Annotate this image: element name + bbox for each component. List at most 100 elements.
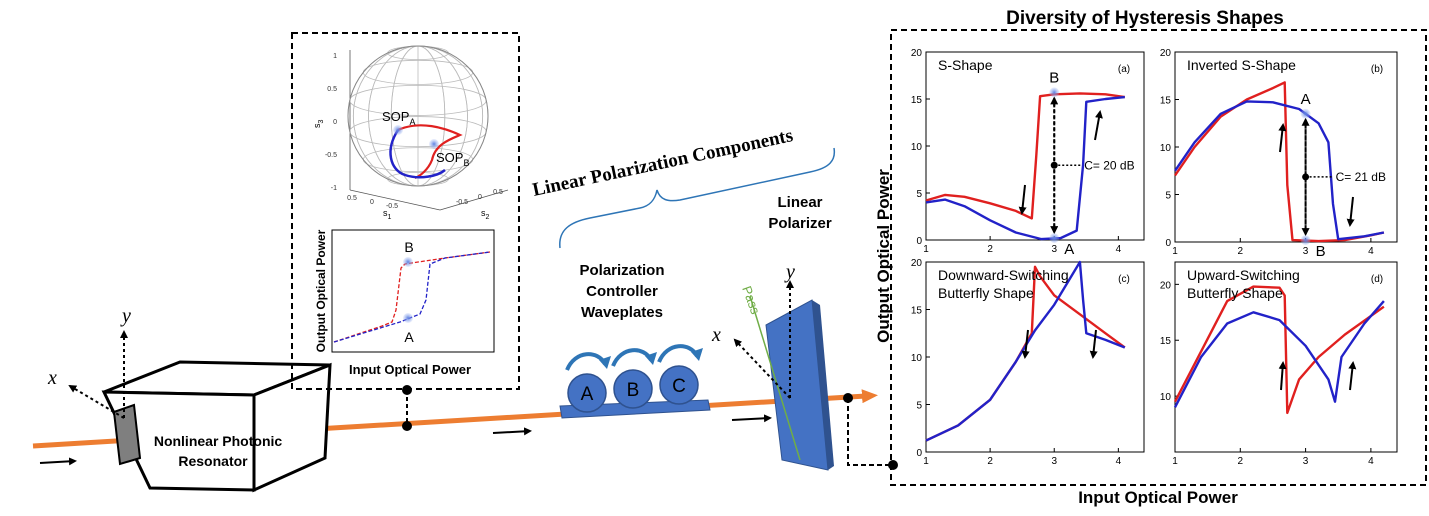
x-tick-label: 3 xyxy=(1303,246,1309,257)
switching-direction-arrow xyxy=(1089,329,1098,359)
s3-axis-label: s3 xyxy=(312,120,325,129)
poincare-sphere: SOPA SOPB s3 s1 s2 10.50-0.5-10.50-0.5-0… xyxy=(312,45,509,221)
panel-tag: (a) xyxy=(1118,64,1130,75)
marker-bottom xyxy=(1300,235,1311,246)
propagation-arrow-1 xyxy=(492,427,532,436)
series-red-line xyxy=(1173,285,1385,415)
resonator-x-axis-label: x xyxy=(47,367,57,389)
resonator-axes: y x xyxy=(47,305,131,419)
s2-tick-label: 0.5 xyxy=(493,189,503,196)
linear-components-label: Linear Polarization Components xyxy=(531,125,795,201)
y-tick-label: 5 xyxy=(916,189,922,200)
x-tick-label: 1 xyxy=(923,244,929,255)
pass-axis-label: Pass xyxy=(739,284,763,317)
y-tick-label: 20 xyxy=(1160,48,1172,59)
marker-top xyxy=(1300,108,1311,119)
marker-bottom xyxy=(1049,233,1060,244)
panel-title-line2: Butterfly Shape xyxy=(938,285,1034,301)
y-tick-label: 20 xyxy=(911,48,923,59)
sop-a-marker xyxy=(393,125,403,135)
waveplate-c xyxy=(659,365,699,405)
y-tick-label: 10 xyxy=(911,142,923,153)
series-red-line xyxy=(925,92,1125,220)
s3-tick-label: -1 xyxy=(331,185,337,192)
inset-xlabel: Input Optical Power xyxy=(349,362,471,377)
y-tick-label: 10 xyxy=(1160,392,1172,403)
linear-polarizer: Linear Polarizer Pass y x xyxy=(711,194,834,471)
y-tick-label: 15 xyxy=(911,95,923,106)
waveplate-b xyxy=(613,369,653,409)
x-tick-label: 3 xyxy=(1051,456,1057,467)
diversity-title: Diversity of Hysteresis Shapes xyxy=(1006,8,1284,29)
nonlinear-resonator: Nonlinear Photonic Resonator xyxy=(101,360,332,493)
tap-connector xyxy=(402,385,412,431)
diversity-panel: Diversity of Hysteresis Shapes Output Op… xyxy=(874,8,1427,507)
y-tick-label: 15 xyxy=(1160,96,1172,107)
y-tick-label: 0 xyxy=(1165,238,1171,249)
x-tick-label: 1 xyxy=(923,456,929,467)
marker-top xyxy=(1049,87,1060,98)
resonator-y-axis-label: y xyxy=(120,305,131,327)
s1-axis-label: s1 xyxy=(383,208,392,221)
panel-tag: (b) xyxy=(1371,64,1383,75)
controller-label-2: Controller xyxy=(586,283,658,300)
rotation-arrow-a-icon xyxy=(565,352,607,371)
inset-hysteresis-plot: B A Output Optical Power Input Optical P… xyxy=(314,229,495,377)
polarization-controller: Polarization Controller Waveplates A B C xyxy=(559,262,711,419)
waveplate-a xyxy=(567,373,607,413)
sop-trajectory-red xyxy=(397,124,463,180)
y-tick-label: 5 xyxy=(1165,191,1171,202)
x-tick-label: 4 xyxy=(1116,244,1122,255)
resonator-label-2: Resonator xyxy=(178,453,248,469)
diversity-xlabel: Input Optical Power xyxy=(1078,488,1238,507)
y-tick-label: 20 xyxy=(911,258,923,269)
y-tick-label: 10 xyxy=(911,353,923,364)
panel-title: S-Shape xyxy=(938,57,993,73)
x-tick-label: 4 xyxy=(1368,456,1374,467)
sop-trajectory-blue xyxy=(389,129,446,179)
inset-ylabel: Output Optical Power xyxy=(314,229,328,352)
s3-tick-label: 1 xyxy=(333,53,337,60)
s1-tick-label: 0 xyxy=(370,199,374,206)
y-tick-label: 15 xyxy=(911,306,923,317)
pass-axis-line xyxy=(749,295,801,461)
switching-direction-arrow xyxy=(1094,110,1103,141)
waveplate-b-label: B xyxy=(627,380,640,401)
y-tick-label: 15 xyxy=(1160,336,1172,347)
x-tick-label: 2 xyxy=(1238,456,1244,467)
polarizer-y-axis-label: y xyxy=(784,261,795,283)
s2-axis-label: s2 xyxy=(481,208,490,221)
x-tick-label: 4 xyxy=(1368,246,1374,257)
panel-tag: (d) xyxy=(1371,274,1383,285)
x-tick-label: 2 xyxy=(987,244,993,255)
input-arrow xyxy=(39,457,77,466)
polarizer-x-axis-label: x xyxy=(711,324,721,346)
x-tick-label: 1 xyxy=(1172,456,1178,467)
series-blue-line xyxy=(925,260,1126,442)
marker-bottom-label: B xyxy=(1316,243,1326,260)
rotation-arrow-b-icon xyxy=(611,348,653,367)
x-tick-label: 3 xyxy=(1051,244,1057,255)
contrast-label: C= 20 dB xyxy=(1084,158,1134,172)
inset-blue-branch xyxy=(333,251,491,343)
resonator-label-1: Nonlinear Photonic xyxy=(154,433,283,449)
s3-tick-label: 0 xyxy=(333,119,337,126)
s2-tick-label: -0.5 xyxy=(456,199,468,206)
s1-tick-label: 0.5 xyxy=(347,195,357,202)
controller-label-3: Waveplates xyxy=(581,304,663,321)
s3-tick-label: -0.5 xyxy=(325,152,337,159)
panel-title: Upward-Switching xyxy=(1187,267,1300,283)
panel-tag: (c) xyxy=(1118,274,1130,285)
switching-direction-arrow xyxy=(1346,196,1355,227)
switching-direction-arrow xyxy=(1278,361,1287,391)
panel-title: Inverted S-Shape xyxy=(1187,57,1296,73)
output-tap-connector xyxy=(843,393,898,470)
polarizer-label-1: Linear xyxy=(777,194,822,211)
x-tick-label: 4 xyxy=(1116,456,1122,467)
inset-point-b: B xyxy=(404,239,413,255)
sop-b-marker xyxy=(429,139,439,149)
